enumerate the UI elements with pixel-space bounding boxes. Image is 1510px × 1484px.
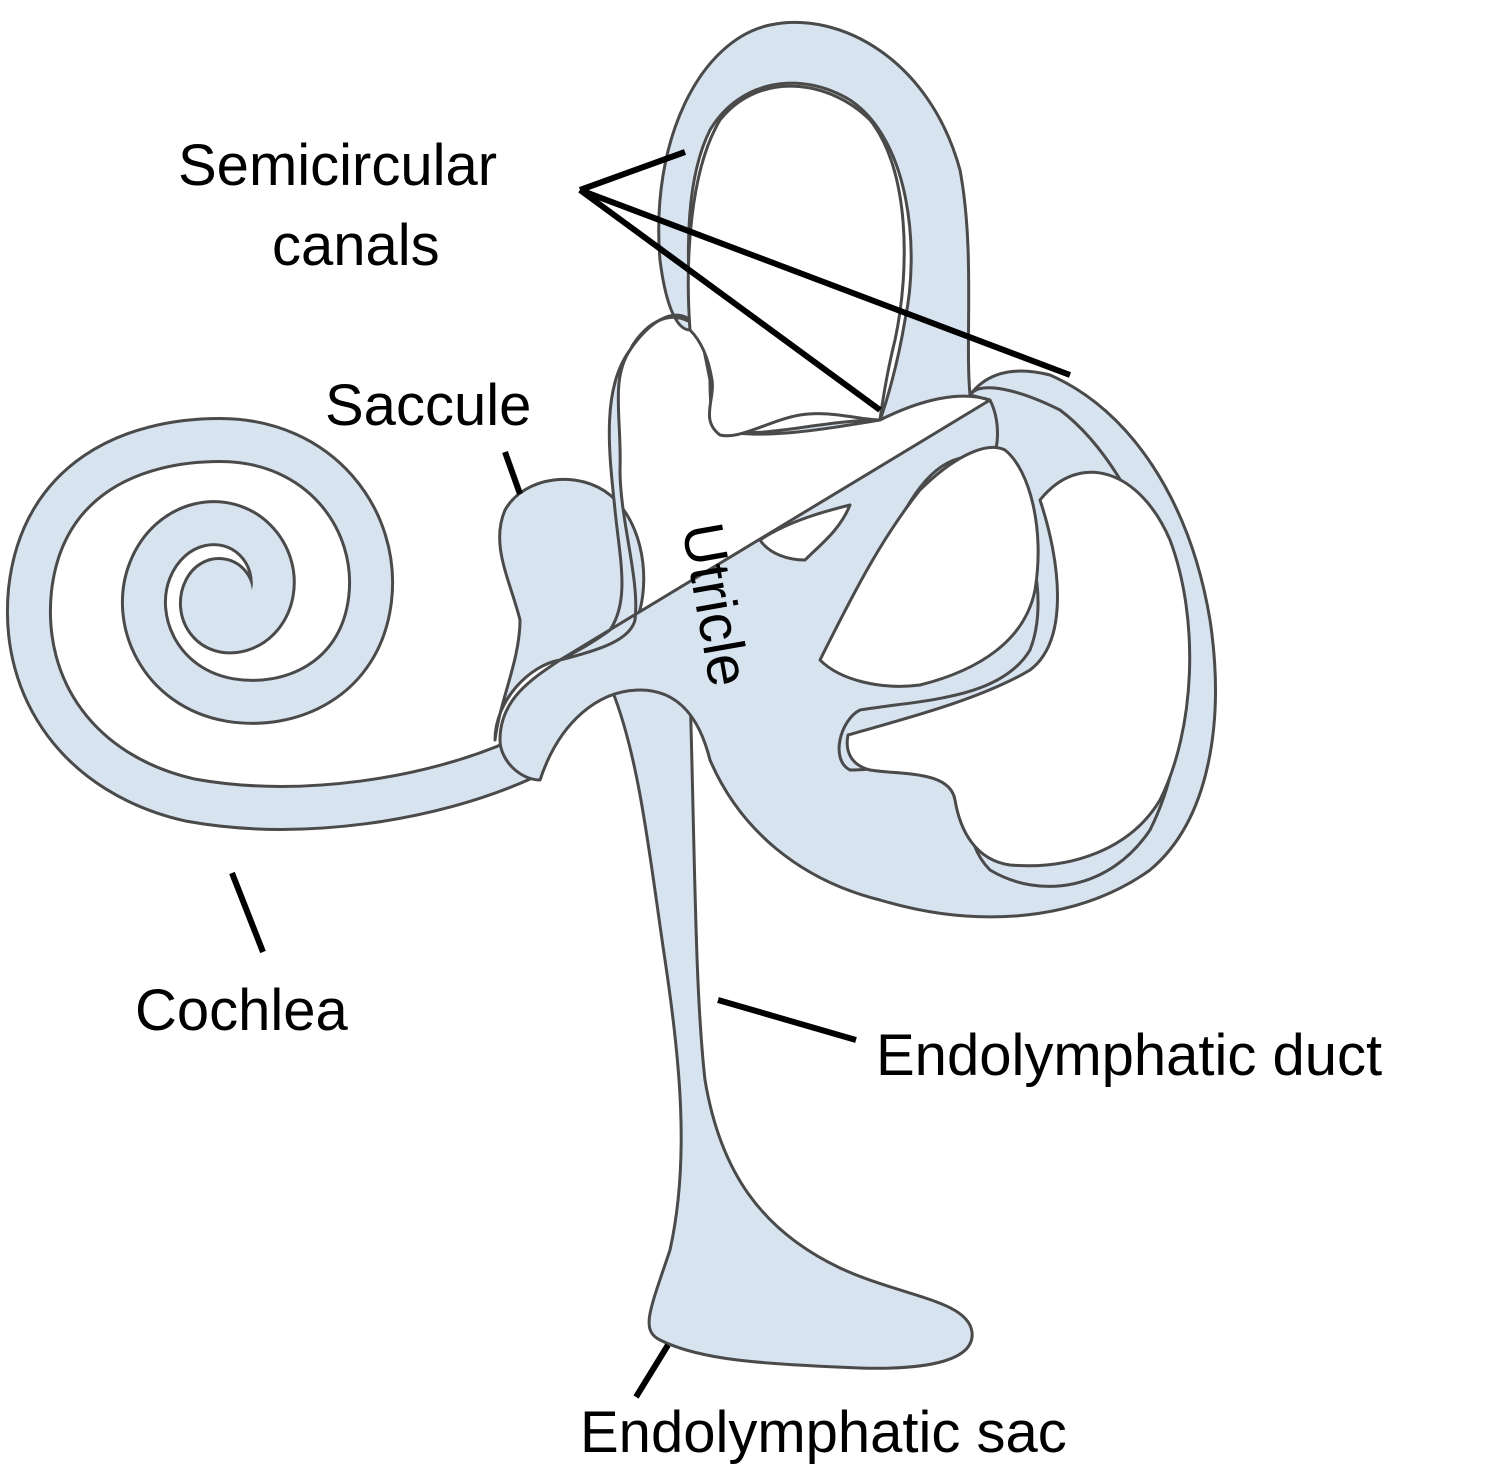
leader-canals-upper: [578, 149, 687, 193]
vestibular-structure: [493, 20, 1217, 1370]
leader-canals-middle: [578, 187, 882, 413]
lateral-canal-hole: [758, 503, 852, 562]
leader-saccule: [502, 450, 523, 496]
label-semicircular: Semicircular: [178, 133, 497, 198]
label-saccule: Saccule: [325, 373, 531, 438]
label-canals: canals: [272, 213, 440, 278]
labels: Semicircular canals Saccule Utricle Coch…: [135, 133, 1382, 1465]
leader-endolymphatic-sac: [633, 1343, 671, 1399]
label-endolymphatic-duct: Endolymphatic duct: [876, 1023, 1382, 1088]
anterior-canal-hole: [845, 470, 1192, 868]
leader-endolymphatic-duct: [717, 997, 857, 1043]
leader-canals-lower: [578, 187, 1072, 378]
posterior-canal-hole: [818, 445, 1040, 688]
leader-cochlea: [229, 871, 266, 954]
cochlea-structure: [5, 416, 543, 831]
canal-loop-hole: [686, 84, 906, 438]
label-cochlea: Cochlea: [135, 978, 349, 1043]
leader-lines: [229, 149, 1072, 1399]
label-endolymphatic-sac: Endolymphatic sac: [580, 1400, 1067, 1465]
endolymphatic-duct-shape: [610, 688, 974, 1370]
